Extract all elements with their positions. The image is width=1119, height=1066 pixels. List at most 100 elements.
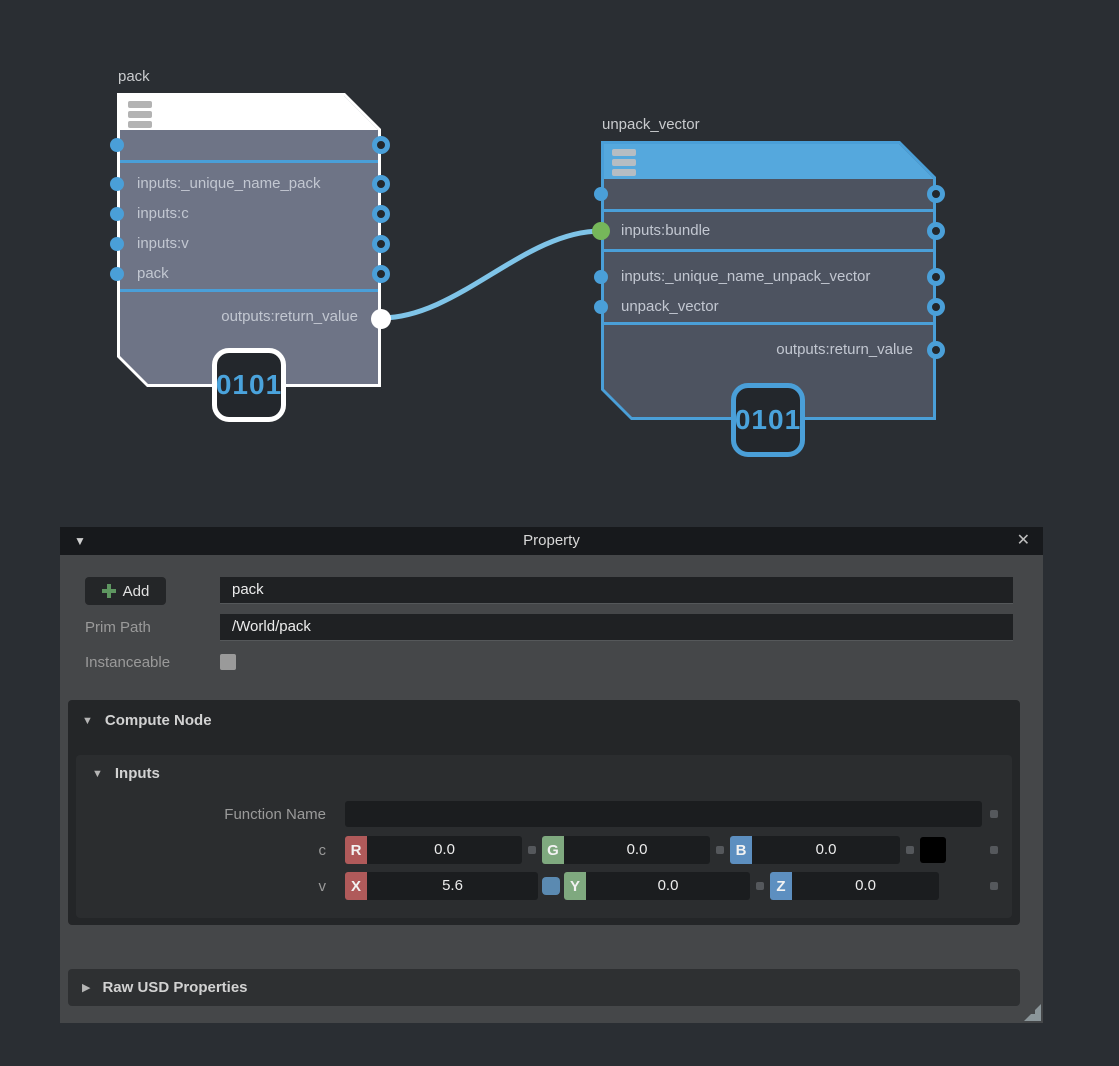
instanceable-checkbox[interactable] [220,654,236,670]
prim-path-field[interactable]: /World/pack [220,614,1013,641]
channel-b-badge: B [730,836,752,864]
channel-g: G 0.0 [542,836,710,864]
close-icon[interactable]: ✕ [1016,532,1030,549]
connection-wire[interactable] [378,228,604,321]
channel-z-input[interactable]: 0.0 [792,872,939,900]
input-port-connected[interactable] [592,222,610,240]
node-type-badge: 0101 [212,348,286,422]
input-port[interactable] [110,237,124,251]
input-port[interactable] [594,300,608,314]
output-port[interactable] [372,205,390,223]
function-name-label: Function Name [224,805,326,823]
compute-node-label: Compute Node [104,712,212,729]
input-port[interactable] [110,267,124,281]
node-title: pack [118,68,150,85]
inputs-label: Inputs [114,765,160,782]
output-row: outputs:return_value [776,341,913,358]
input-port[interactable] [110,138,124,152]
attr-dot-icon[interactable] [716,846,724,854]
input-row: unpack_vector [621,298,719,315]
inputs-subsection: ▼ Inputs Function Name c R [76,755,1012,918]
output-port[interactable] [372,235,390,253]
plus-icon [101,584,116,598]
channel-r-badge: R [345,836,367,864]
output-port[interactable] [372,136,390,154]
caret-down-icon: ▼ [82,714,93,727]
output-row: outputs:return_value [221,308,358,325]
raw-usd-properties-section[interactable]: ▶ Raw USD Properties [68,969,1020,1006]
channel-y: Y 0.0 [564,872,750,900]
v-label: v [318,877,327,895]
section-divider [120,160,378,163]
input-port[interactable] [594,270,608,284]
section-divider [120,289,378,292]
node-pack[interactable]: pack inputs:_unique_name_pack inputs:c i… [110,68,391,422]
panel-title: Property [523,532,580,549]
caret-down-icon: ▼ [92,767,103,780]
channel-y-input[interactable]: 0.0 [586,872,750,900]
exec-row [120,130,378,160]
channel-r: R 0.0 [345,836,522,864]
node-unpack-vector[interactable]: unpack_vector inputs:bundle inputs:_uniq… [592,116,945,457]
input-row: inputs:bundle [621,222,711,239]
output-port[interactable] [372,265,390,283]
prim-path-label: Prim Path [85,619,151,636]
node-header[interactable] [604,144,933,179]
exec-row [604,179,933,209]
attr-dot-icon[interactable] [906,846,914,854]
channel-z: Z 0.0 [770,872,939,900]
function-name-input[interactable] [345,801,982,827]
caret-right-icon: ▶ [82,982,91,994]
channel-b-input[interactable]: 0.0 [752,836,900,864]
section-divider [604,249,933,252]
section-divider [604,322,933,325]
attr-dot-icon[interactable] [990,882,998,890]
v-row: v X 5.6 Y 0.0 Z 0.0 [76,872,1012,900]
compute-node-section: ▼ Compute Node ▼ Inputs Function Name [68,700,1020,925]
attr-dot-icon[interactable] [756,882,764,890]
channel-y-badge: Y [564,872,586,900]
color-swatch[interactable] [920,837,946,863]
attr-dot-icon[interactable] [990,810,998,818]
input-row: inputs:_unique_name_pack [137,175,321,192]
inputs-header[interactable]: ▼ Inputs [76,755,1012,782]
input-port[interactable] [110,207,124,221]
channel-g-input[interactable]: 0.0 [564,836,710,864]
link-square-icon[interactable] [542,877,560,895]
output-port[interactable] [927,268,945,286]
input-row: inputs:_unique_name_unpack_vector [621,268,871,285]
add-button[interactable]: Add [85,577,166,605]
function-name-row: Function Name [76,800,1012,828]
add-button-label: Add [122,582,150,600]
channel-x: X 5.6 [345,872,538,900]
prim-name-field[interactable]: pack [220,577,1013,604]
output-port[interactable] [927,341,945,359]
output-port[interactable] [927,298,945,316]
node-title: unpack_vector [602,116,700,133]
input-port[interactable] [110,177,124,191]
c-row: c R 0.0 G 0.0 B 0.0 [76,836,1012,864]
channel-r-input[interactable]: 0.0 [367,836,522,864]
property-body: Add pack Prim Path /World/pack Instancea… [60,555,1043,1023]
property-panel: ▼ Property ✕ Add pack Prim Path /World/p… [60,527,1043,1023]
output-port[interactable] [927,185,945,203]
node-body: inputs:_unique_name_pack inputs:c inputs… [120,96,378,384]
resize-grip[interactable] [1020,1000,1042,1022]
output-port[interactable] [372,175,390,193]
node-body: inputs:bundle inputs:_unique_name_unpack… [604,144,933,417]
input-row: pack [137,265,169,282]
instanceable-label: Instanceable [85,654,171,671]
output-port[interactable] [927,222,945,240]
channel-x-input[interactable]: 5.6 [367,872,538,900]
node-header[interactable] [120,96,378,130]
attr-dot-icon[interactable] [528,846,536,854]
property-titlebar: ▼ Property ✕ [60,527,1043,555]
raw-usd-label: Raw USD Properties [102,979,248,996]
attr-dot-icon[interactable] [990,846,998,854]
collapse-panel-icon[interactable]: ▼ [74,534,86,548]
output-port-connected[interactable] [371,309,391,329]
compute-node-header[interactable]: ▼ Compute Node [68,700,1020,729]
input-row: inputs:v [137,235,189,252]
node-type-badge: 0101 [731,383,805,457]
input-port[interactable] [594,187,608,201]
